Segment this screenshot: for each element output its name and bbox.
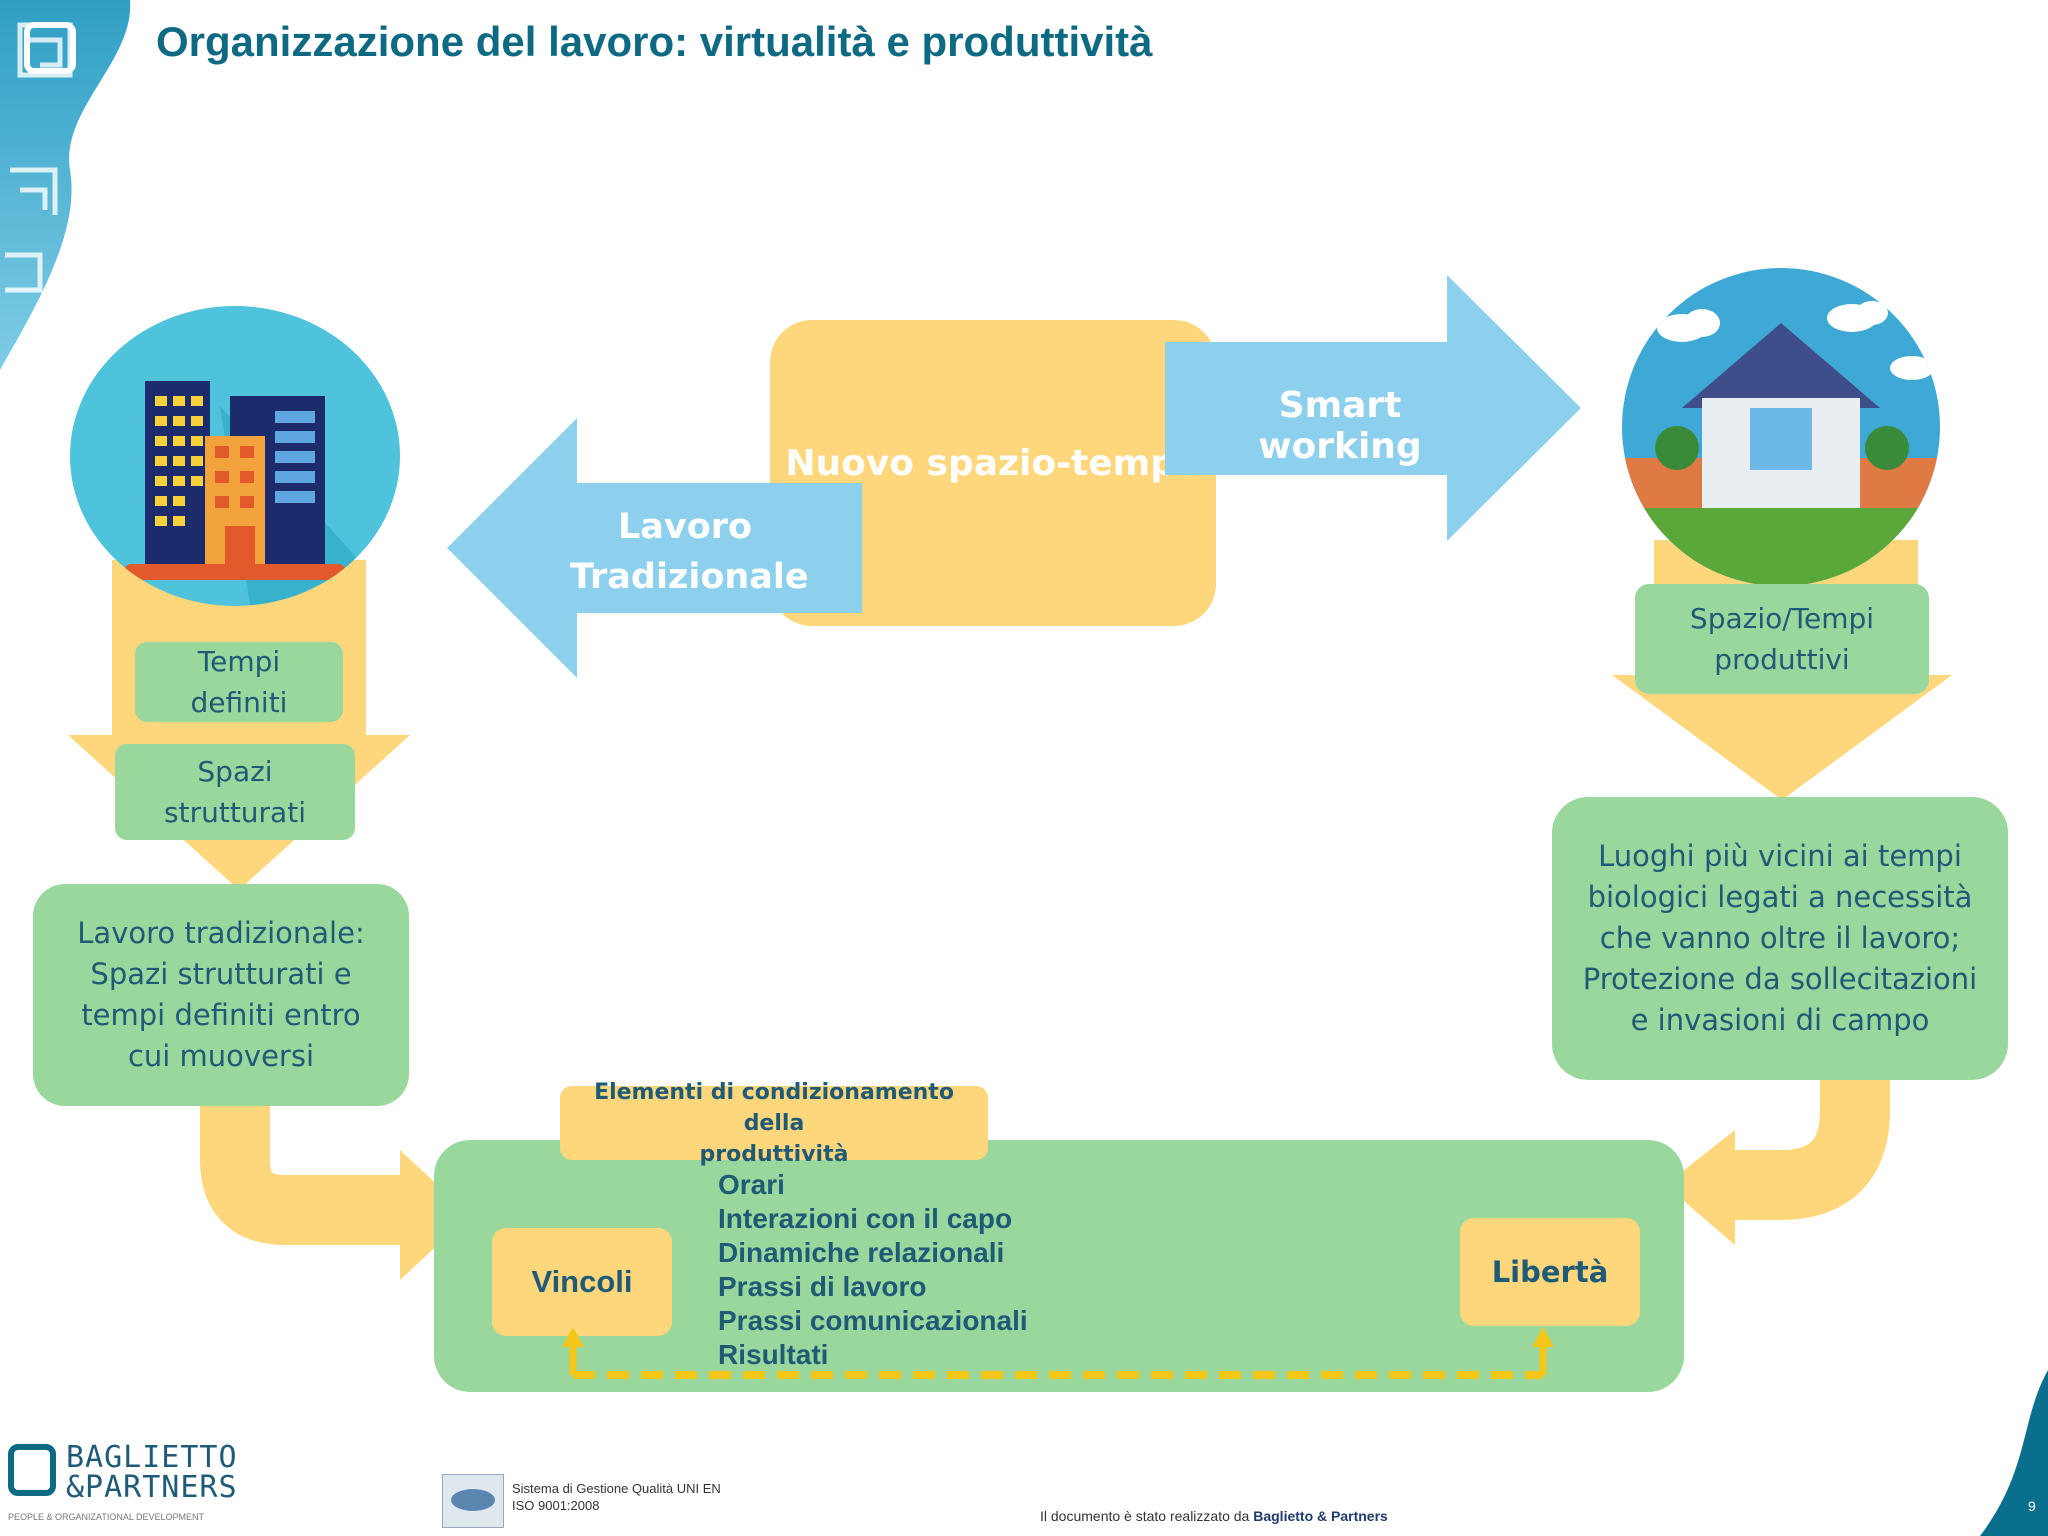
page-title: Organizzazione del lavoro: virtualità e …	[156, 18, 1153, 65]
left-desc-line: tempi definiti entro	[81, 998, 361, 1032]
liberta-label: Libertà	[1491, 1255, 1609, 1289]
logo-line1: BAGLIETTO	[66, 1440, 238, 1475]
logo-line2: &PARTNERS	[66, 1470, 238, 1505]
right-desc-line: Luoghi più vicini ai tempi	[1598, 839, 1962, 873]
left-desc-line: Spazi strutturati e	[90, 957, 352, 991]
spazi-strutturati-box: Spazi strutturati	[115, 744, 355, 840]
factor-item: Risultati	[718, 1339, 829, 1370]
factor-item: Interazioni con il capo	[718, 1203, 1013, 1234]
iso-badge-icon	[442, 1474, 504, 1528]
house-icon	[1622, 268, 1940, 586]
center-box-label: Nuovo spazio-tempo	[785, 442, 1201, 484]
tempi-definiti-line2: definiti	[190, 686, 288, 719]
factor-item: Prassi di lavoro	[718, 1271, 927, 1302]
spazio-tempi-line2: produttivi	[1714, 643, 1850, 676]
right-desc-line: Protezione da sollecitazioni	[1582, 962, 1978, 996]
factors-list: Orari Interazioni con il capo Dinamiche …	[718, 1168, 1028, 1372]
spazi-strutturati-line1: Spazi	[197, 755, 273, 788]
logo-icon	[8, 1444, 56, 1496]
traditional-work-label-line1: Lavoro	[617, 507, 753, 547]
right-desc-line: che vanno oltre il lavoro;	[1599, 921, 1961, 955]
logo-tagline: PEOPLE & ORGANIZATIONAL DEVELOPMENT	[8, 1512, 205, 1522]
smart-working-description: Luoghi più vicini ai tempi biologici leg…	[1552, 797, 2008, 1080]
factor-item: Orari	[718, 1169, 785, 1200]
vincoli-label: Vincoli	[531, 1264, 633, 1299]
right-desc-line: biologici legati a necessità	[1587, 880, 1973, 914]
left-desc-line: cui muoversi	[127, 1039, 315, 1073]
company-logo: BAGLIETTO &PARTNERS PEOPLE & ORGANIZATIO…	[8, 1440, 258, 1530]
traditional-work-label: Lavoro Tradizionale	[570, 502, 809, 602]
office-buildings-icon	[70, 306, 400, 606]
traditional-work-arrow	[447, 418, 862, 678]
productivity-factors-header: Elementi di condizionamento della produt…	[560, 1080, 988, 1167]
iso-line2: ISO 9001:2008	[512, 1498, 600, 1513]
factor-item: Prassi comunicazionali	[718, 1305, 1028, 1336]
vincoli-liberta-connector	[562, 1327, 1554, 1379]
factor-item: Dinamiche relazionali	[718, 1237, 1005, 1268]
smart-working-label: Smart working	[1258, 385, 1422, 467]
tempi-definiti-line1: Tempi	[197, 645, 281, 678]
spazi-strutturati-line2: strutturati	[164, 796, 306, 829]
iso-line1: Sistema di Gestione Qualità UNI EN	[512, 1481, 721, 1496]
left-desc-line: Lavoro tradizionale:	[77, 916, 365, 950]
corner-decoration-bottom	[1980, 1370, 2048, 1536]
traditional-work-label-line2: Tradizionale	[570, 557, 809, 597]
factors-header-line2: produttività	[699, 1141, 849, 1167]
vincoli-box: Vincoli	[492, 1228, 672, 1336]
footer-credit: Il documento è stato realizzato da Bagli…	[1040, 1508, 1388, 1524]
iso-text: Sistema di Gestione Qualità UNI EN ISO 9…	[512, 1480, 721, 1514]
tempi-definiti-box: Tempi definiti	[135, 642, 343, 722]
corner-logo-icon	[24, 22, 76, 74]
spazio-tempi-line1: Spazio/Tempi	[1689, 602, 1875, 635]
traditional-work-description: Lavoro tradizionale: Spazi strutturati e…	[33, 884, 409, 1106]
credit-prefix: Il documento è stato realizzato da	[1040, 1508, 1250, 1524]
credit-company: Baglietto & Partners	[1253, 1508, 1388, 1524]
liberta-box: Libertà	[1460, 1218, 1640, 1326]
right-desc-line: e invasioni di campo	[1630, 1003, 1930, 1037]
page-number: 9	[2028, 1498, 2036, 1514]
smart-working-arrow	[1165, 275, 1581, 541]
spazio-tempi-produttivi-box: Spazio/Tempi produttivi	[1635, 584, 1929, 694]
factors-header-line1: Elementi di condizionamento della	[594, 1079, 954, 1136]
